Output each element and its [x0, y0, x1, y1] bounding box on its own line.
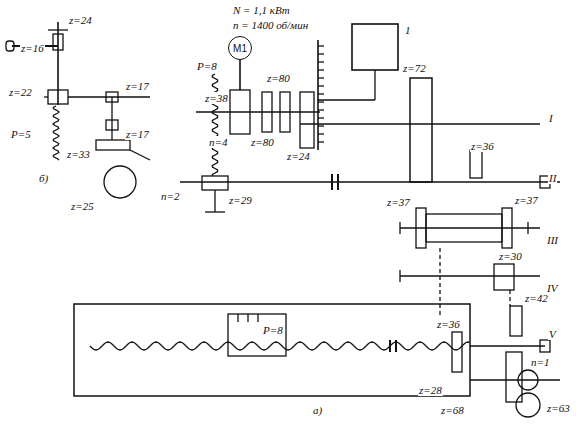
callout-label: n=1: [530, 356, 550, 368]
callout-label: z=16: [20, 42, 45, 54]
callout-label: z=80: [266, 72, 291, 84]
rack-tooth: [318, 61, 324, 62]
rack-tooth: [318, 125, 324, 126]
callout-label: z=30: [498, 250, 523, 262]
callout-label: z=68: [440, 404, 465, 416]
callout-label: n = 1400 об/мин: [232, 19, 309, 31]
callout-label: V: [548, 328, 557, 340]
callout-label: z=72: [402, 62, 427, 74]
callout-label: z=29: [228, 194, 253, 206]
callout-label: z=24: [286, 150, 311, 162]
callout-label: z=33: [66, 148, 91, 160]
rack-tooth: [318, 45, 324, 46]
lead-screw: [212, 74, 217, 176]
rack-tooth: [318, 117, 324, 118]
callout-label: I: [548, 112, 554, 124]
callout-label: z=36: [436, 318, 461, 330]
callout-label: z=25: [70, 200, 95, 212]
rack-tooth: [318, 85, 324, 86]
callout-label: n=4: [208, 136, 228, 148]
rack-tooth: [318, 101, 324, 102]
rack-tooth: [318, 77, 324, 78]
callout-label: z=80: [250, 136, 275, 148]
callout-label: N = 1,1 кВт: [232, 4, 291, 16]
callout-label: z=28: [418, 384, 443, 396]
motor-label: M1: [233, 43, 247, 54]
callout-label: a): [312, 404, 323, 416]
callout-label: z=42: [524, 292, 549, 304]
callout-label: III: [546, 234, 559, 246]
rack-tooth: [318, 93, 324, 94]
callout-label: P=5: [10, 128, 32, 140]
rack-tooth: [318, 53, 324, 54]
callout-label: z=17: [125, 80, 150, 92]
callout-label: z=22: [8, 86, 33, 98]
callout-label: II: [548, 172, 557, 184]
motor-circle: M1: [228, 36, 252, 60]
rack-tooth: [318, 133, 324, 134]
callout-label: z=63: [546, 402, 571, 414]
callout-label: 1: [404, 24, 412, 36]
callout-label: z=17: [125, 128, 150, 140]
callout-label: z=37: [514, 194, 539, 206]
lead-screw: [90, 342, 470, 350]
lead-screw: [53, 106, 59, 160]
rack-tooth: [318, 69, 324, 70]
callout-label: z=37: [386, 196, 411, 208]
callout-label: б): [38, 172, 49, 184]
callout-label: n=2: [160, 190, 180, 202]
callout-label: z=36: [470, 140, 495, 152]
rack-tooth: [318, 109, 324, 110]
callout-label: z=38: [204, 92, 229, 104]
callout-label: P=8: [262, 324, 284, 336]
callout-label: P=8: [196, 60, 218, 72]
callout-label: z=24: [68, 14, 93, 26]
rack-tooth: [318, 141, 324, 142]
